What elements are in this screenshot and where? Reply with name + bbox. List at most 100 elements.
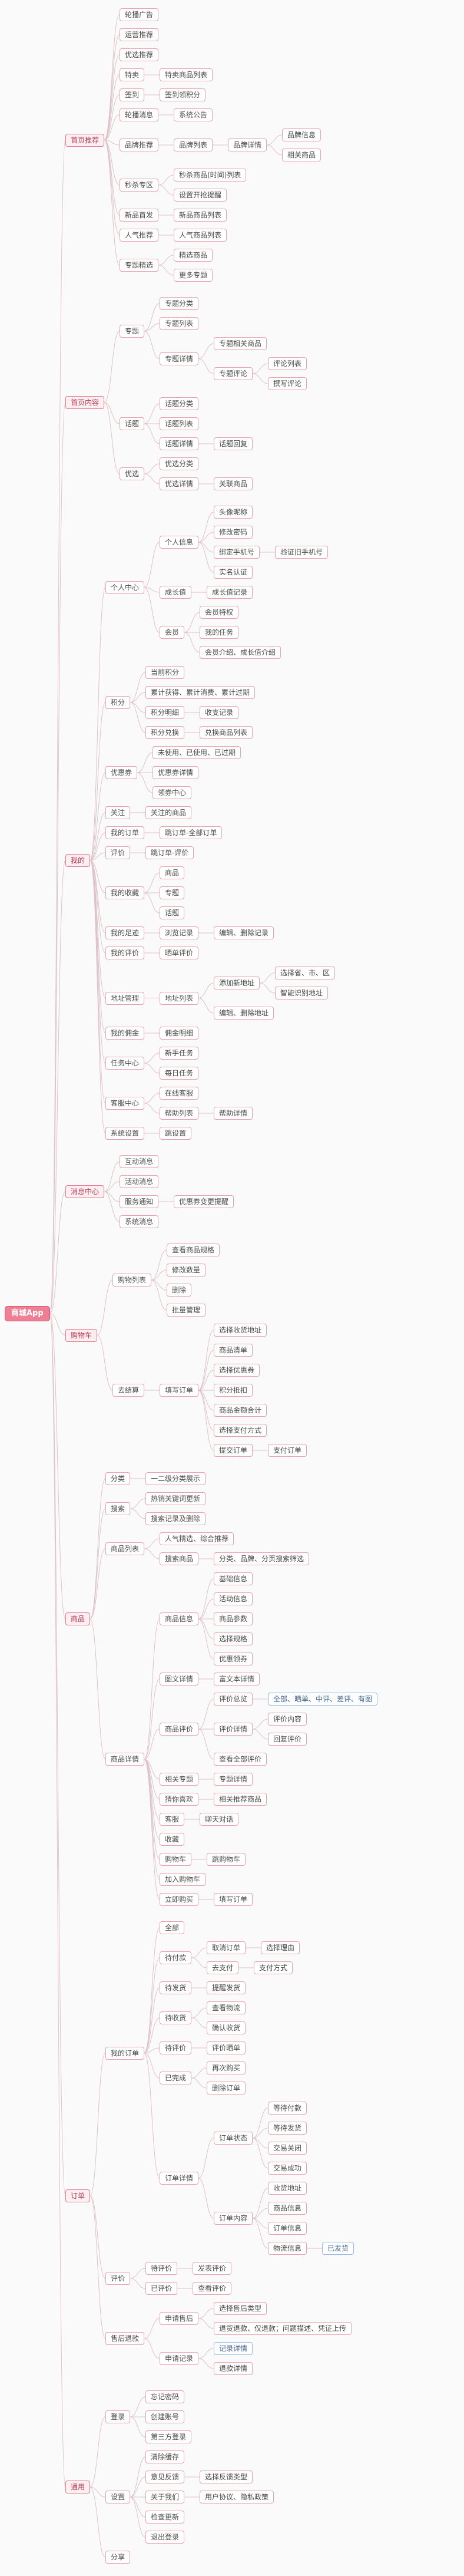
mindmap-node[interactable]: 新品商品列表	[174, 209, 227, 222]
mindmap-node[interactable]: 优选分类	[160, 457, 199, 470]
mindmap-node[interactable]: 关注	[105, 806, 131, 819]
mindmap-node[interactable]: 互动消息	[120, 1155, 159, 1168]
mindmap-node[interactable]: 新手任务	[160, 1047, 199, 1060]
mindmap-node[interactable]: 优惠券变更提醒	[174, 1195, 234, 1208]
mindmap-node[interactable]: 选择规格	[214, 1632, 253, 1645]
mindmap-node[interactable]: 兑换商品列表	[200, 726, 253, 739]
mindmap-node[interactable]: 专题精选	[120, 259, 159, 272]
mindmap-node[interactable]: 系统设置	[105, 1127, 145, 1140]
branch-node[interactable]: 订单	[65, 2189, 91, 2202]
mindmap-node[interactable]: 绑定手机号	[214, 546, 260, 559]
mindmap-node[interactable]: 登录	[105, 2410, 131, 2423]
mindmap-node[interactable]: 积分抵扣	[214, 1384, 253, 1397]
mindmap-node[interactable]: 清除缓存	[145, 2450, 185, 2463]
mindmap-node[interactable]: 设置	[105, 2491, 131, 2504]
mindmap-node[interactable]: 查看评价	[193, 2282, 232, 2295]
mindmap-node[interactable]: 地址列表	[160, 992, 199, 1005]
mindmap-node[interactable]: 收藏	[160, 1833, 185, 1846]
mindmap-node[interactable]: 删除	[167, 1284, 192, 1297]
mindmap-node[interactable]: 浏览记录	[160, 926, 199, 939]
mindmap-node[interactable]: 支付方式	[254, 1961, 293, 1974]
mindmap-node[interactable]: 添加新地址	[214, 977, 260, 989]
mindmap-node[interactable]: 未使用、已使用、已过期	[153, 746, 241, 759]
mindmap-node[interactable]: 积分	[105, 696, 131, 709]
mindmap-node[interactable]: 帮助列表	[160, 1107, 199, 1120]
mindmap-node[interactable]: 编辑、删除记录	[214, 926, 274, 939]
mindmap-node[interactable]: 优惠领券	[214, 1653, 253, 1665]
mindmap-node[interactable]: 地址管理	[105, 992, 145, 1005]
mindmap-node[interactable]: 评价	[105, 2272, 131, 2285]
mindmap-node[interactable]: 支付订单	[268, 1444, 307, 1457]
mindmap-node[interactable]: 收货地址	[268, 2182, 307, 2195]
mindmap-node[interactable]: 成长值记录	[207, 586, 253, 599]
mindmap-node[interactable]: 商品清单	[214, 1344, 253, 1357]
mindmap-node[interactable]: 特卖	[120, 68, 145, 81]
mindmap-node[interactable]: 图文详情	[160, 1673, 199, 1686]
mindmap-node[interactable]: 我的佣金	[105, 1027, 145, 1040]
mindmap-node[interactable]: 搜索	[105, 1502, 131, 1515]
mindmap-node[interactable]: 客服中心	[105, 1097, 145, 1110]
mindmap-node[interactable]: 每日任务	[160, 1067, 199, 1080]
mindmap-node[interactable]: 第三方登录	[145, 2430, 192, 2443]
mindmap-node[interactable]: 评价晒单	[207, 2041, 246, 2054]
mindmap-node[interactable]: 商品信息	[268, 2202, 307, 2215]
mindmap-node[interactable]: 申请记录	[160, 2352, 199, 2365]
mindmap-node[interactable]: 成长值	[160, 586, 192, 599]
mindmap-node[interactable]: 智能识别地址	[275, 987, 329, 1000]
mindmap-node[interactable]: 交易关闭	[268, 2142, 307, 2155]
mindmap-node[interactable]: 关于我们	[145, 2491, 185, 2504]
mindmap-node[interactable]: 我的收藏	[105, 886, 145, 899]
mindmap-node[interactable]: 相关商品	[282, 149, 322, 161]
mindmap-node[interactable]: 选择收货地址	[214, 1324, 267, 1337]
mindmap-node[interactable]: 相关推荐商品	[214, 1793, 267, 1806]
mindmap-node[interactable]: 会员	[160, 626, 185, 639]
mindmap-node[interactable]: 订单详情	[160, 2172, 199, 2185]
mindmap-node[interactable]: 系统公告	[174, 108, 213, 121]
mindmap-node[interactable]: 商品金额合计	[214, 1404, 267, 1417]
mindmap-node[interactable]: 退款详情	[214, 2362, 253, 2375]
mindmap-node[interactable]: 跳订单-评价	[145, 846, 194, 859]
mindmap-node[interactable]: 活动消息	[120, 1175, 159, 1188]
mindmap-node[interactable]: 关联商品	[214, 477, 253, 490]
branch-node[interactable]: 购物车	[65, 1329, 98, 1342]
mindmap-node[interactable]: 话题	[160, 906, 185, 919]
mindmap-node[interactable]: 售后退款	[105, 2332, 145, 2345]
mindmap-node[interactable]: 专题	[160, 886, 185, 899]
mindmap-node[interactable]: 积分明细	[145, 706, 185, 719]
mindmap-node[interactable]: 我的任务	[200, 626, 239, 639]
branch-node[interactable]: 首页推荐	[65, 134, 105, 147]
mindmap-node[interactable]: 填写订单	[214, 1893, 253, 1906]
mindmap-node[interactable]: 一二级分类展示	[145, 1472, 206, 1485]
mindmap-node[interactable]: 我的足迹	[105, 926, 145, 939]
mindmap-node[interactable]: 商品详情	[105, 1753, 145, 1766]
mindmap-node[interactable]: 人气精选、综合推荐	[160, 1532, 234, 1545]
mindmap-node[interactable]: 查看商品规格	[167, 1244, 220, 1256]
mindmap-node[interactable]: 基础信息	[214, 1572, 253, 1585]
mindmap-node[interactable]: 验证旧手机号	[275, 546, 329, 559]
mindmap-node[interactable]: 评论列表	[268, 357, 307, 370]
mindmap-node[interactable]: 评价详情	[214, 1723, 253, 1736]
mindmap-node[interactable]: 删除订单	[207, 2082, 246, 2095]
mindmap-node[interactable]: 我的订单	[105, 826, 145, 839]
mindmap-node[interactable]: 热销关键词更新	[145, 1492, 206, 1505]
mindmap-node[interactable]: 签到领积分	[160, 88, 206, 101]
mindmap-node[interactable]: 更多专题	[174, 269, 213, 282]
mindmap-node[interactable]: 轮播广告	[120, 8, 159, 21]
mindmap-node[interactable]: 查看全部评价	[214, 1753, 267, 1766]
branch-node[interactable]: 我的	[65, 854, 91, 867]
mindmap-node[interactable]: 专题评论	[214, 367, 253, 380]
mindmap-node[interactable]: 选择反馈类型	[200, 2471, 253, 2483]
mindmap-node[interactable]: 特卖商品列表	[160, 68, 213, 81]
mindmap-node[interactable]: 累计获得、累计消费、累计过期	[145, 686, 256, 699]
mindmap-node[interactable]: 实名认证	[214, 566, 253, 579]
branch-node[interactable]: 消息中心	[65, 1185, 105, 1198]
mindmap-node[interactable]: 分享	[105, 2551, 131, 2564]
mindmap-node[interactable]: 话题分类	[160, 397, 199, 410]
mindmap-node[interactable]: 新品首发	[120, 209, 159, 222]
mindmap-node[interactable]: 选择售后类型	[214, 2302, 267, 2315]
mindmap-node[interactable]: 申请售后	[160, 2312, 199, 2325]
mindmap-node[interactable]: 富文本详情	[214, 1673, 260, 1686]
mindmap-node[interactable]: 回复评价	[268, 1733, 307, 1746]
mindmap-node[interactable]: 商品参数	[214, 1612, 253, 1625]
mindmap-node[interactable]: 专题详情	[160, 352, 199, 365]
